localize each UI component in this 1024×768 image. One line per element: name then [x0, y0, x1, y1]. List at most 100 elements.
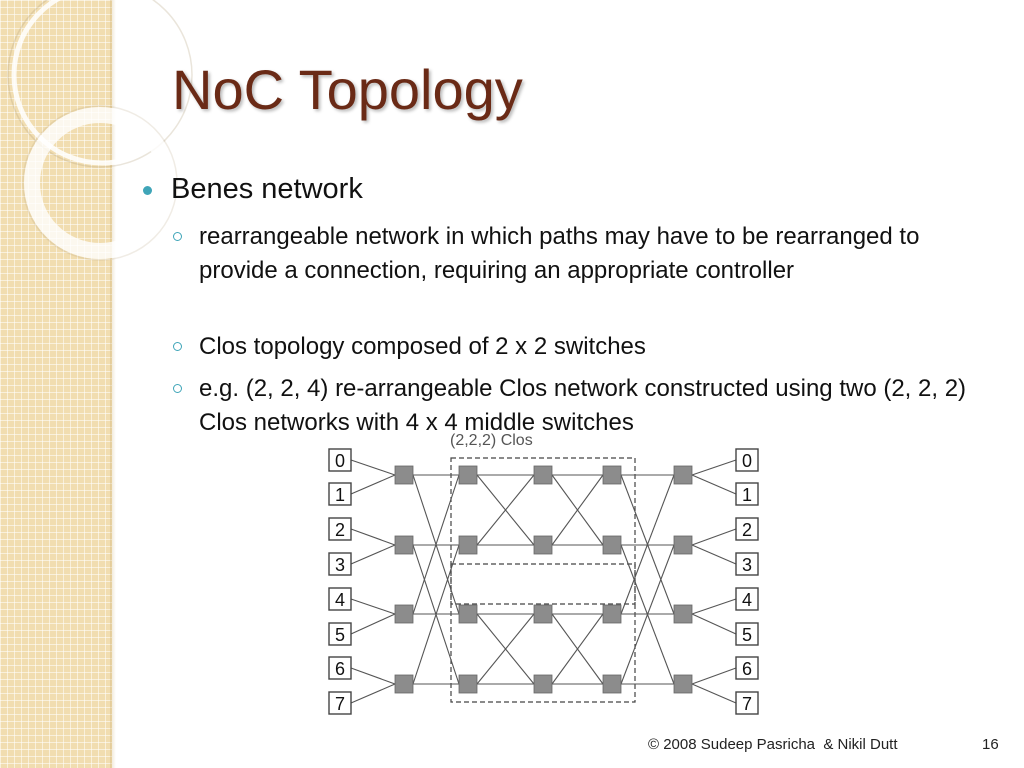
- clos-subnet-bottom-box: [450, 563, 636, 703]
- input-link: [350, 544, 396, 565]
- switch-node: [458, 604, 478, 624]
- footer-copyright: © 2008 Sudeep Pasricha & Nikil Dutt: [648, 736, 898, 753]
- port-label: 4: [742, 590, 752, 610]
- port-label: 3: [335, 555, 345, 575]
- port-label: 2: [335, 520, 345, 540]
- output-link: [691, 613, 737, 635]
- decorative-circles: [7, 0, 193, 261]
- subbullet-ring-icon: [173, 384, 182, 393]
- port-label: 1: [335, 485, 345, 505]
- clos-subnet-top-box: [450, 457, 636, 605]
- subbullet-1: rearrangeable network in which paths may…: [173, 220, 973, 288]
- output-link: [691, 528, 737, 546]
- port-box: [328, 622, 352, 646]
- port-box: [328, 691, 352, 715]
- input-link: [350, 528, 396, 546]
- port-label: 2: [742, 520, 752, 540]
- port-label: 4: [335, 590, 345, 610]
- input-link: [350, 667, 396, 685]
- output-link: [691, 544, 737, 565]
- slide-title: NoC Topology: [172, 58, 523, 121]
- port-box: [328, 482, 352, 506]
- output-link: [691, 667, 737, 685]
- port-box: [735, 691, 759, 715]
- bullet-text: Benes network: [171, 173, 363, 205]
- port-label: 0: [742, 451, 752, 471]
- switch-node: [602, 465, 622, 485]
- switch-node: [533, 604, 553, 624]
- switch-node: [533, 674, 553, 694]
- input-link: [350, 683, 396, 704]
- port-label: 6: [742, 659, 752, 679]
- network-links: [350, 459, 737, 704]
- bullet-benes: Benes network: [143, 173, 363, 206]
- switch-node: [673, 604, 693, 624]
- port-box: [735, 622, 759, 646]
- inner-link: [476, 613, 535, 685]
- switch-node: [602, 674, 622, 694]
- stage4-link: [620, 474, 675, 615]
- port-label: 0: [335, 451, 345, 471]
- port-box: [735, 482, 759, 506]
- output-link: [691, 598, 737, 615]
- benes-network-diagram: (2,2,2) Clos 0 1 2 3 4 5 6 7 0 1 2 3 4 5 6 7: [300, 432, 780, 725]
- output-link: [691, 683, 737, 704]
- port-box: [735, 552, 759, 576]
- port-box: [328, 587, 352, 611]
- switch-node: [533, 465, 553, 485]
- switch-node: [394, 604, 414, 624]
- input-link: [350, 474, 396, 495]
- output-link: [691, 459, 737, 476]
- port-box: [735, 517, 759, 541]
- port-box: [735, 656, 759, 680]
- output-link: [691, 474, 737, 495]
- port-box: [735, 587, 759, 611]
- switch-node: [458, 535, 478, 555]
- port-label: 5: [742, 625, 752, 645]
- port-box: [328, 448, 352, 472]
- subbullet-text: rearrangeable network in which paths may…: [199, 223, 920, 284]
- switch-node: [394, 535, 414, 555]
- switch-node: [673, 535, 693, 555]
- switch-node: [458, 674, 478, 694]
- stage4-link: [620, 544, 675, 685]
- subbullet-3: e.g. (2, 2, 4) re-arrangeable Clos netwo…: [173, 372, 973, 440]
- port-box: [328, 656, 352, 680]
- subbullet-2: Clos topology composed of 2 x 2 switches: [173, 330, 973, 364]
- subbullet-text: Clos topology composed of 2 x 2 switches: [199, 333, 646, 360]
- stage1-link: [412, 474, 460, 615]
- input-link: [350, 459, 396, 476]
- subbullet-ring-icon: [173, 232, 182, 241]
- bullet-dot-icon: [143, 186, 152, 195]
- port-label: 6: [335, 659, 345, 679]
- subnet-label: (2,2,2) Clos: [450, 432, 533, 449]
- stage1-link: [412, 544, 460, 685]
- port-box: [328, 517, 352, 541]
- band-edge-shadow: [110, 0, 116, 768]
- subbullet-ring-icon: [173, 342, 182, 351]
- inner-link: [551, 474, 604, 546]
- switch-node: [673, 465, 693, 485]
- switch-node: [673, 674, 693, 694]
- inner-link: [476, 474, 535, 546]
- subbullet-text: e.g. (2, 2, 4) re-arrangeable Clos netwo…: [199, 375, 967, 436]
- switch-node: [394, 465, 414, 485]
- input-link: [350, 613, 396, 635]
- footer-page-number: 16: [982, 736, 999, 753]
- network-switches: [394, 465, 693, 694]
- port-box: [735, 448, 759, 472]
- port-label: 7: [335, 694, 345, 714]
- port-label: 7: [742, 694, 752, 714]
- port-label: 3: [742, 555, 752, 575]
- switch-node: [394, 674, 414, 694]
- switch-node: [602, 604, 622, 624]
- port-label: 1: [742, 485, 752, 505]
- port-box: [328, 552, 352, 576]
- switch-node: [458, 465, 478, 485]
- network-ports: 0 1 2 3 4 5 6 7 0 1 2 3 4 5 6 7: [328, 448, 759, 715]
- port-label: 5: [335, 625, 345, 645]
- inner-link: [551, 613, 604, 685]
- switch-node: [533, 535, 553, 555]
- switch-node: [602, 535, 622, 555]
